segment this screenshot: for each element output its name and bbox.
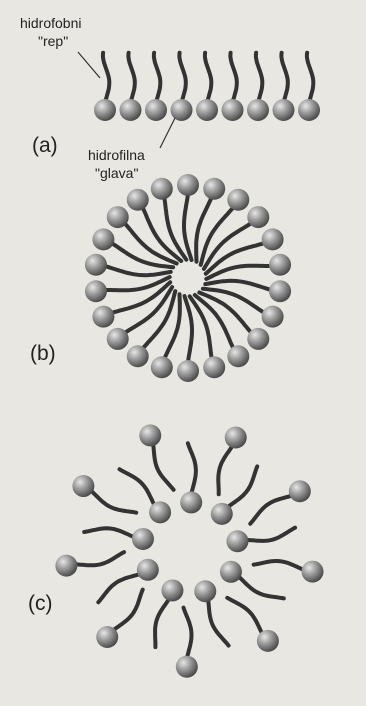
hydrophobic-tail xyxy=(120,469,155,505)
hydrophobic-tail xyxy=(208,600,229,646)
tail-leader-line xyxy=(78,52,100,78)
hydrophilic-head xyxy=(171,99,193,121)
hydrophilic-head xyxy=(225,426,247,448)
hydrophilic-head xyxy=(302,561,324,583)
hydrophilic-head xyxy=(203,178,225,200)
hydrophilic-head xyxy=(257,630,279,652)
hydrophilic-head xyxy=(220,561,242,583)
hydrophilic-head xyxy=(161,579,183,601)
hydrophobic-tail xyxy=(105,277,170,290)
hydrophobic-tail xyxy=(250,496,292,524)
hydrophobic-tail xyxy=(307,53,313,101)
hydrophilic-head xyxy=(247,99,269,121)
hydrophobic-tail xyxy=(205,53,211,101)
hydrophilic-head xyxy=(85,254,107,276)
hydrophilic-head xyxy=(226,530,248,552)
hydrophilic-head xyxy=(273,99,295,121)
hydrophilic-head xyxy=(203,356,225,378)
hydrophobic-tail xyxy=(91,491,136,513)
hydrophilic-head xyxy=(177,174,199,196)
head-label-line2: "glava" xyxy=(95,165,138,181)
hydrophilic-head xyxy=(176,656,198,678)
hydrophobic-tail xyxy=(98,574,140,602)
tail-label-line2: "rep" xyxy=(38,33,68,49)
hydrophilic-head xyxy=(222,99,244,121)
hydrophobic-tail xyxy=(227,598,262,634)
head-leader-line xyxy=(160,118,175,148)
hydrophilic-head xyxy=(92,228,114,250)
hydrophilic-head xyxy=(177,360,199,382)
hydrophilic-head xyxy=(145,99,167,121)
hydrophobic-tail xyxy=(184,194,192,260)
hydrophobic-tail xyxy=(218,446,232,494)
hydrophilic-head xyxy=(180,491,202,513)
hydrophilic-head xyxy=(151,356,173,378)
hydrophilic-head xyxy=(211,503,233,525)
hydrophobic-tail xyxy=(154,53,160,101)
hydrophobic-tail xyxy=(281,53,287,101)
hydrophobic-tail xyxy=(206,266,271,279)
hydrophilic-head xyxy=(151,178,173,200)
hydrophobic-tail xyxy=(188,443,196,493)
hydrophilic-head xyxy=(194,580,216,602)
hydrophilic-head xyxy=(247,206,269,228)
hydrophilic-head xyxy=(289,480,311,502)
hydrophobic-tail xyxy=(84,528,134,537)
tail-label-line1: hidrofobni xyxy=(20,15,82,31)
hydrophobic-tail xyxy=(103,53,109,101)
panel-b-micelle xyxy=(85,174,291,382)
hydrophilic-head xyxy=(269,280,291,302)
hydrophobic-tail xyxy=(195,295,234,349)
hydrophobic-tail xyxy=(254,561,304,570)
hydrophilic-head xyxy=(107,206,129,228)
hydrophilic-head xyxy=(55,555,77,577)
hydrophobic-tail xyxy=(128,53,134,101)
hydrophilic-head xyxy=(92,306,114,328)
hydrophilic-head xyxy=(96,626,118,648)
hydrophilic-head xyxy=(149,501,171,523)
hydrophilic-head xyxy=(196,99,218,121)
hydrophilic-head xyxy=(94,99,116,121)
panel-a-label: (a) xyxy=(32,134,58,157)
hydrophobic-tail xyxy=(228,466,258,507)
hydrophobic-tail xyxy=(246,528,295,541)
panel-a-monolayer xyxy=(94,53,320,121)
hydrophilic-head xyxy=(127,189,149,211)
hydrophilic-head xyxy=(132,528,154,550)
hydrophilic-head xyxy=(85,280,107,302)
hydrophobic-tail xyxy=(125,287,173,333)
hydrophobic-tail xyxy=(230,53,236,101)
hydrophobic-tail xyxy=(143,207,182,261)
hydrophobic-tail xyxy=(184,608,192,658)
hydrophobic-tail xyxy=(155,599,169,647)
hydrophilic-head xyxy=(227,345,249,367)
hydrophilic-head xyxy=(107,328,129,350)
panel-c-dispersed xyxy=(55,424,323,677)
hydrophobic-tail xyxy=(239,577,284,599)
hydrophilic-head xyxy=(120,99,142,121)
head-label-line1: hidrofilna xyxy=(88,147,145,163)
hydrophobic-tail xyxy=(153,444,174,490)
hydrophobic-tail xyxy=(75,552,124,565)
hydrophilic-head xyxy=(262,306,284,328)
hydrophilic-head xyxy=(227,189,249,211)
hydrophilic-head xyxy=(72,475,94,497)
hydrophobic-tail xyxy=(113,590,143,631)
hydrophilic-head xyxy=(269,254,291,276)
hydrophobic-tail xyxy=(179,53,185,101)
hydrophilic-head xyxy=(247,328,269,350)
hydrophilic-head xyxy=(262,228,284,250)
hydrophobic-tail xyxy=(185,296,193,362)
hydrophobic-tail xyxy=(204,223,252,269)
panel-b-label: (b) xyxy=(30,342,56,365)
hydrophilic-head xyxy=(127,345,149,367)
panel-c-label: (c) xyxy=(28,592,53,615)
hydrophobic-tail xyxy=(256,53,262,101)
hydrophilic-head xyxy=(137,559,159,581)
hydrophilic-head xyxy=(298,99,320,121)
hydrophilic-head xyxy=(139,424,161,446)
